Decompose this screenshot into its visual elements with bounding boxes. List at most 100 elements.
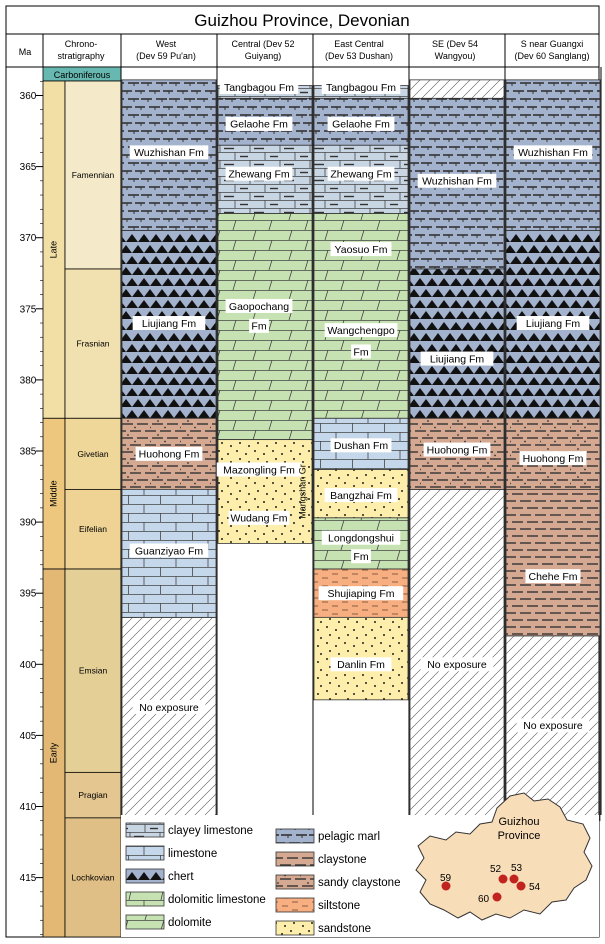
formation-label-box bbox=[420, 657, 494, 672]
formation-label-box bbox=[420, 351, 494, 366]
stage-eifelian bbox=[64, 488, 122, 570]
legend-swatch-clayey-limestone bbox=[125, 822, 165, 838]
age-tick-label: 390 bbox=[20, 518, 37, 529]
formation-label: No exposure bbox=[523, 720, 583, 732]
formation-label-box bbox=[249, 318, 269, 333]
site-53-marker bbox=[509, 874, 519, 884]
site-52-label: 52 bbox=[490, 864, 502, 875]
epoch-late-label: Late bbox=[48, 241, 58, 259]
formation-label: Wuzhishan Fm bbox=[518, 147, 588, 159]
stage-pragian-label: Pragian bbox=[78, 790, 108, 800]
lithology-legend: clayey limestone limestone chert dolomitic … bbox=[125, 822, 400, 936]
formation-label-box bbox=[327, 116, 395, 131]
stage-emsian-label: Emsian bbox=[79, 666, 108, 676]
formation-label-box bbox=[516, 718, 590, 733]
formation-label-box bbox=[321, 530, 401, 545]
legend-swatch-sandy-claystone bbox=[275, 874, 315, 890]
formation-label-box bbox=[417, 173, 497, 188]
formation-label-box bbox=[129, 543, 209, 558]
formation-label: Fm bbox=[353, 346, 368, 358]
age-tick-label: 380 bbox=[20, 375, 37, 386]
legend-swatch-chert bbox=[125, 868, 165, 884]
site-54-marker bbox=[516, 881, 526, 891]
column-header-west-line1: West bbox=[156, 39, 177, 49]
formation-label: Fm bbox=[251, 321, 266, 333]
legend-label: chert bbox=[168, 871, 194, 883]
legend-label: pelagic marl bbox=[318, 831, 380, 843]
legend-swatch-pelagic-marl bbox=[275, 828, 315, 844]
formation-label-box bbox=[330, 242, 392, 257]
formation-label: Fm bbox=[353, 551, 368, 563]
formation-label-box bbox=[318, 586, 404, 601]
formation-label: Gelaohe Fm bbox=[332, 119, 390, 131]
formation-label: Gaopochang bbox=[229, 301, 289, 313]
age-tick-label: 415 bbox=[20, 873, 37, 884]
formation-label: Wangchengpo bbox=[327, 325, 394, 337]
legend-label: dolomitic limestone bbox=[168, 894, 266, 906]
age-tick-label: 400 bbox=[20, 660, 37, 671]
formation-label-box bbox=[324, 323, 398, 338]
site-54-label: 54 bbox=[529, 882, 541, 893]
formation-label-box bbox=[135, 446, 203, 461]
site-60-label: 60 bbox=[478, 894, 490, 905]
epoch-middle-label: Middle bbox=[48, 480, 58, 507]
formation-label: Liujiang Fm bbox=[526, 318, 581, 330]
stage-frasnian bbox=[64, 268, 122, 419]
column-header-se-line1: SE (Dev 54 bbox=[432, 39, 478, 49]
formation-label-box bbox=[216, 462, 302, 477]
column-header-se-line2: Wangyou) bbox=[435, 51, 476, 61]
stage-eifelian-label: Eifelian bbox=[79, 524, 107, 534]
formation-label: Wuzhishan Fm bbox=[134, 147, 204, 159]
legend-swatch-claystone bbox=[275, 851, 315, 867]
site-59-marker bbox=[441, 881, 451, 891]
stage-givetian bbox=[64, 417, 122, 490]
age-tick-label: 370 bbox=[20, 233, 37, 244]
legend-swatch-limestone bbox=[125, 845, 165, 861]
column-header-west-line2: (Dev 59 Pu'an) bbox=[136, 51, 196, 61]
section-columns bbox=[120, 67, 602, 822]
period-carboniferous-label: Carboniferous bbox=[54, 70, 111, 80]
formation-label: Bangzhai Fm bbox=[330, 490, 392, 502]
legend-label: clayey limestone bbox=[168, 825, 253, 837]
formation-label: Shujiaping Fm bbox=[327, 588, 394, 600]
guizhou-map: Guizhou Province 59 52 53 54 60 bbox=[415, 792, 593, 921]
formation-label: Dushan Fm bbox=[334, 440, 389, 452]
formation-label: Yaosuo Fm bbox=[335, 244, 388, 256]
formation-label: Liujiang Fm bbox=[142, 318, 197, 330]
formation-label-box bbox=[327, 166, 395, 181]
formation-label-box bbox=[321, 79, 401, 94]
legend-swatch-sandstone bbox=[275, 920, 315, 936]
legend-swatch-dolomite bbox=[125, 914, 165, 930]
formation-label-box bbox=[219, 79, 299, 94]
legend-label: limestone bbox=[168, 848, 217, 860]
column-header-south-line2: (Dev 60 Sanglang) bbox=[514, 51, 589, 61]
map-title-line1: Guizhou bbox=[499, 816, 540, 828]
legend-swatch-dolomitic-limestone bbox=[125, 891, 165, 907]
formation-label: Longdongshui bbox=[328, 533, 394, 545]
formation-label-box bbox=[225, 116, 293, 131]
legend-label: siltstone bbox=[318, 900, 360, 912]
age-tick-label: 405 bbox=[20, 731, 37, 742]
ma-header: Ma bbox=[19, 47, 32, 57]
formation-label-box bbox=[519, 451, 587, 466]
column-header-south-line1: S near Guangxi bbox=[521, 39, 584, 49]
formation-label: No exposure bbox=[427, 659, 487, 671]
formation-label: Guanziyao Fm bbox=[135, 545, 204, 557]
formation-label-box bbox=[351, 549, 371, 564]
legend-label: sandstone bbox=[318, 923, 371, 935]
unit-chert bbox=[409, 268, 505, 419]
group-side-label: Mangshan Gr bbox=[297, 464, 307, 519]
legend-label: sandy claystone bbox=[318, 877, 400, 889]
formation-label-box bbox=[525, 569, 581, 584]
formation-label: Zhewang Fm bbox=[330, 169, 392, 181]
formation-label: Wudang Fm bbox=[231, 513, 288, 525]
column-header-east-central-line2: (Dev 53 Dushan) bbox=[325, 51, 393, 61]
stage-famennian-label: Famennian bbox=[72, 170, 115, 180]
stage-pragian bbox=[64, 771, 122, 819]
site-53-label: 53 bbox=[511, 863, 523, 874]
formation-label-box bbox=[423, 442, 491, 457]
formation-label: Tangbagou Fm bbox=[326, 82, 396, 94]
